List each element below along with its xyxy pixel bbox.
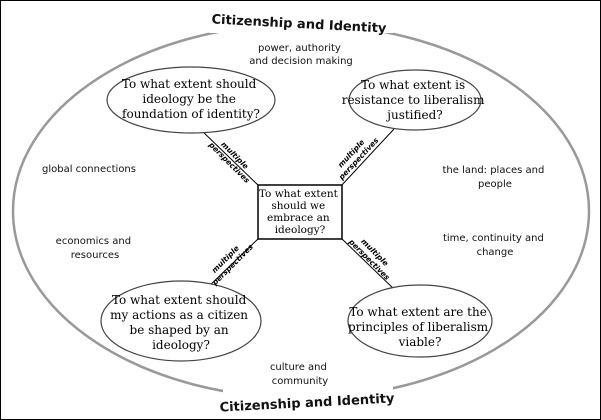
question-ellipse-bottom-left [100, 280, 262, 362]
question-top-right: To what extent is resistance to liberali… [342, 78, 489, 122]
question-ellipse-bottom-right [347, 284, 493, 358]
perspective-label-top-left: multiple perspectives [206, 133, 258, 185]
perspective-label-bottom-left: multiple perspectives [203, 236, 255, 288]
question-ellipse-top-right [348, 69, 482, 131]
center-question: To what extent should we embrace an ideo… [259, 188, 341, 236]
title-bottom-bg [223, 387, 393, 411]
connector-bottom-right [340, 237, 397, 292]
theme-economics: economics and resources [56, 236, 135, 261]
question-ellipse-top-left [106, 66, 276, 134]
question-top-left: To what extent should ideology be the fo… [122, 77, 260, 121]
question-bottom-left: To what extent should my actions as a ci… [110, 293, 252, 352]
question-bottom-right: To what extent are the principles of lib… [348, 305, 492, 349]
connector-top-left [198, 127, 260, 187]
theme-power: power, authority and decision making [249, 43, 353, 67]
connector-bottom-left [205, 237, 260, 290]
theme-culture: culture and community [270, 362, 330, 387]
perspective-label-bottom-right: multiple perspectives [346, 230, 398, 282]
theme-land: the land: places and people [442, 165, 547, 190]
connector-top-right [340, 128, 395, 187]
theme-global: global connections [42, 164, 136, 175]
title-top-bg [209, 11, 393, 33]
theme-time: time, continuity and change [443, 233, 547, 258]
center-box [257, 184, 343, 240]
perspective-label-top-right: multiple perspectives [330, 129, 381, 182]
